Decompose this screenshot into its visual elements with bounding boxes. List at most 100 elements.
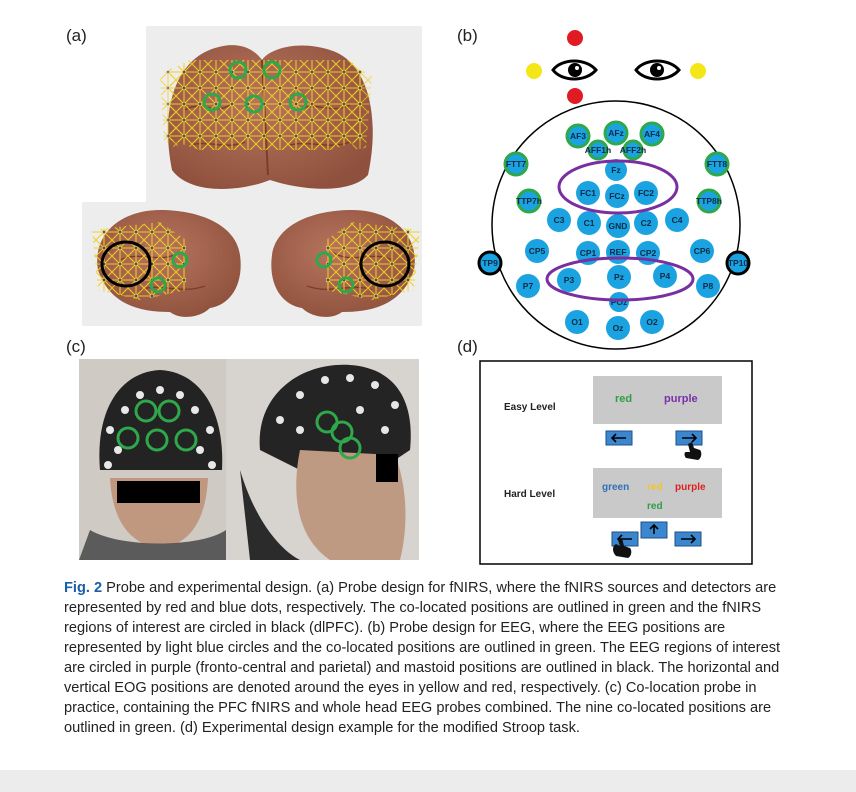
brain-left-view [92,210,241,317]
left-eye-icon [551,59,598,81]
electrode-c4: C4 [665,208,689,232]
electrode-label: O1 [571,317,583,327]
electrode-cp6: CP6 [690,239,714,263]
electrode-fc2: FC2 [634,181,658,205]
hard-right-arrow-key [674,531,702,547]
roi-fronto-central [557,159,679,215]
electrode-ref: REF [606,240,630,264]
hard-word-3: purple [675,482,706,493]
electrode-label: FC2 [638,188,654,198]
electrode-afz: AFz [603,120,629,146]
figure-caption: Fig. 2 Probe and experimental design. (a… [64,578,784,738]
electrode-fcz: FCz [605,184,629,208]
electrode-label: AFF2h [620,145,646,155]
electrode-poz: POz [609,292,629,312]
stroop-design: Easy Level Hard Level red purple green r… [479,360,753,565]
eog-vertical-upper [567,30,583,46]
eog-horizontal-right [690,63,706,79]
electrode-p7: P7 [516,274,540,298]
colocation-photo-front [79,359,226,560]
electrode-label: Fz [611,165,620,175]
roi-parietal [545,256,695,302]
figure-number: Fig. 2 [64,580,103,596]
electrode-label: FCz [609,191,625,201]
electrode-c1: C1 [577,211,601,235]
electrode-label: C3 [554,215,565,225]
electrode-label: POz [611,297,628,307]
easy-level-label: Easy Level [504,402,556,413]
electrode-ttp7h: TTP7h [516,188,542,214]
eog-vertical-lower [567,88,583,104]
electrode-label: CP1 [580,248,597,258]
easy-word-2: purple [664,393,698,405]
easy-stimulus-box [593,376,722,424]
electrode-label: CP6 [694,246,711,256]
electrode-p4: P4 [653,264,677,288]
easy-word-1: red [615,393,632,405]
electrode-fz: Fz [605,159,627,181]
electrode-label: AF4 [644,129,660,139]
brain-right-view [271,210,420,317]
electrode-aff2h: AFF2h [620,139,646,161]
electrode-label: TP9 [482,258,498,268]
electrode-label: AFz [608,128,624,138]
electrode-af4: AF4 [639,121,665,147]
electrode-oz: Oz [606,316,630,340]
electrode-gnd: GND [606,214,630,238]
colocation-photo-side [226,359,419,560]
hard-up-arrow-key [640,521,668,539]
electrode-label: GND [609,221,628,231]
hard-level-label: Hard Level [504,489,555,500]
electrode-fc1: FC1 [576,181,600,205]
electrode-label: TTP8h [696,196,722,206]
electrode-label: AFF1h [585,145,611,155]
electrode-label: P8 [703,281,714,291]
electrode-label: FTT8 [707,159,728,169]
electrode-ftt8: FTT8 [704,151,730,177]
electrode-o2: O2 [640,310,664,334]
hard-word-2: red [647,482,663,493]
eog-horizontal-left [526,63,542,79]
easy-left-arrow-key [605,430,633,446]
electrode-p8: P8 [696,274,720,298]
electrode-af3: AF3 [565,123,591,149]
electrode-c3: C3 [547,208,571,232]
electrode-ftt7: FTT7 [503,151,529,177]
hard-left-arrow-key [611,531,639,547]
hard-word-4: red [647,501,663,512]
electrode-label: TTP7h [516,196,542,206]
electrode-o1: O1 [565,310,589,334]
electrode-pz: Pz [607,265,631,289]
electrode-label: FTT7 [506,159,527,169]
easy-right-arrow-key [675,430,703,446]
electrode-label: Oz [613,323,624,333]
electrode-label: C1 [584,218,595,228]
easy-pointer-hand-icon [684,442,702,460]
electrode-aff1h: AFF1h [585,139,611,161]
panel-label-a: (a) [66,26,87,45]
electrode-tp9: TP9 [477,250,503,276]
electrode-label: CP5 [529,246,546,256]
electrode-label: AF3 [570,131,586,141]
electrode-label: FC1 [580,188,596,198]
electrode-label: C2 [641,218,652,228]
right-eye-icon [634,59,681,81]
hard-stimulus-box [593,468,722,518]
electrode-label: P7 [523,281,534,291]
brain-top-view [160,45,373,190]
electrode-label: C4 [672,215,683,225]
electrode-p3: P3 [557,268,581,292]
electrode-c2: C2 [634,211,658,235]
electrode-label: REF [610,247,627,257]
electrode-label: TP10 [728,258,749,268]
electrode-tp10: TP10 [725,250,751,276]
page-bottom-band [0,770,856,792]
electrode-label: P3 [564,275,575,285]
panel-label-d: (d) [457,337,478,356]
hard-pointer-hand-icon [613,538,632,558]
electrode-ttp8h: TTP8h [696,188,722,214]
electrode-label: O2 [646,317,658,327]
